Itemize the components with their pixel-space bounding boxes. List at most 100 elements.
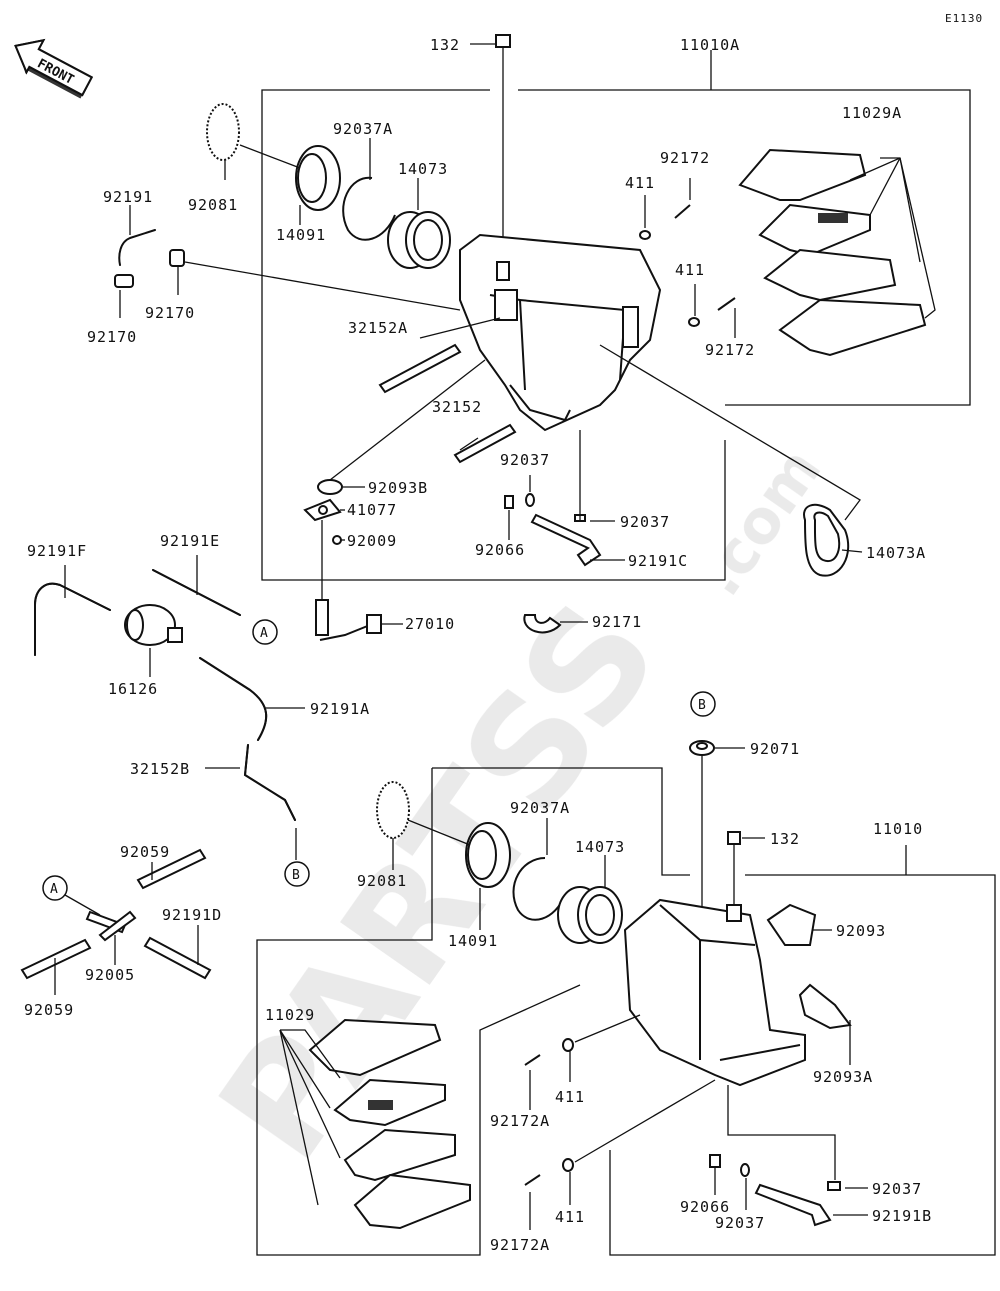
- clamp-92170-right: [169, 249, 185, 267]
- label-92059-bot: 92059: [24, 1001, 74, 1019]
- label-92171: 92171: [592, 613, 642, 631]
- filter-stack-11029: [308, 1018, 471, 1230]
- label-32152a: 32152A: [348, 319, 408, 337]
- svg-text:A: A: [260, 626, 269, 641]
- pipe-32152b: [243, 744, 296, 821]
- label-132-top: 132: [430, 36, 460, 54]
- label-32152: 32152: [432, 398, 482, 416]
- label-11029a: 11029A: [842, 104, 902, 122]
- label-411-d: 411: [555, 1208, 585, 1226]
- label-14073-bot: 14073: [575, 838, 625, 856]
- label-92093: 92093: [836, 922, 886, 940]
- label-11029: 11029: [265, 1006, 315, 1024]
- leader-lines: [54, 43, 936, 1230]
- label-32152b: 32152B: [130, 760, 190, 778]
- gasket-92093: [766, 903, 817, 946]
- hose-92191a: [199, 657, 268, 741]
- svg-text:B: B: [292, 868, 301, 883]
- gasket-14073a: [803, 503, 850, 577]
- label-92172a-a: 92172A: [490, 1112, 550, 1130]
- label-92191c: 92191C: [628, 552, 688, 570]
- circle-markers: A A B B: [42, 619, 716, 901]
- marker-a-2: A: [42, 875, 68, 901]
- label-92037-bot2: 92037: [715, 1214, 765, 1232]
- label-411-c: 411: [555, 1088, 585, 1106]
- label-411-b: 411: [675, 261, 705, 279]
- label-92037a-top: 92037A: [333, 120, 393, 138]
- spring-clamp-92081-bot: [376, 781, 410, 839]
- washer-411-d: [562, 1158, 574, 1172]
- label-92066-top: 92066: [475, 541, 525, 559]
- tube-32152a: [378, 343, 462, 394]
- label-92037-bot1: 92037: [872, 1180, 922, 1198]
- spring-clamp-92081-top: [206, 103, 240, 161]
- valve-16126: [124, 604, 183, 646]
- fitting-92066-top: [504, 495, 514, 509]
- washer-411-a: [639, 230, 651, 240]
- label-92170-right: 92170: [145, 304, 195, 322]
- clip-92037-mid2: [525, 493, 535, 507]
- front-arrow-icon: FRONT: [14, 38, 94, 99]
- label-92191: 92191: [103, 188, 153, 206]
- label-14073-top: 14073: [398, 160, 448, 178]
- tee-92005: [85, 910, 137, 942]
- gasket-92093a: [798, 983, 852, 1030]
- bolt-132-top: [495, 34, 511, 270]
- assembly-outlines: [256, 50, 996, 1256]
- label-16126: 16126: [108, 680, 158, 698]
- hose-92191c: [530, 513, 602, 567]
- middle-hoses: [34, 569, 296, 821]
- label-11010: 11010: [873, 820, 923, 838]
- fitting-92066-bot: [709, 1154, 721, 1168]
- duct-14073-top: [387, 211, 451, 269]
- marker-b-2: B: [284, 861, 310, 887]
- label-92005: 92005: [85, 966, 135, 984]
- plate-41077: [303, 498, 342, 522]
- label-92172-a: 92172: [660, 149, 710, 167]
- upper-assembly: [114, 34, 927, 641]
- bolt-92172-b: [717, 297, 736, 311]
- tube-92059-top: [136, 848, 207, 890]
- marker-b-1: B: [690, 691, 716, 717]
- clamp-92170-left: [114, 274, 134, 288]
- label-14091-bot: 14091: [448, 932, 498, 950]
- diagram-code: E1130: [945, 12, 983, 25]
- label-41077: 41077: [347, 501, 397, 519]
- part-labels: 132 11010A 92037A 14073 11029A 92081 140…: [24, 36, 932, 1254]
- label-11010a: 11010A: [680, 36, 740, 54]
- washer-411-c: [562, 1038, 574, 1052]
- hose-92191b: [754, 1183, 832, 1227]
- label-92172-b: 92172: [705, 341, 755, 359]
- label-132-bot: 132: [770, 830, 800, 848]
- clip-92037a-bot: [512, 857, 566, 921]
- lower-assembly: [308, 740, 852, 1230]
- label-92170-left: 92170: [87, 328, 137, 346]
- label-92093b: 92093B: [368, 479, 428, 497]
- tube-32152: [453, 423, 517, 464]
- bolt-132-bot: [727, 831, 741, 905]
- grommet-92071: [689, 740, 715, 920]
- marker-a-1: A: [252, 619, 278, 645]
- label-92037-mid2: 92037: [620, 513, 670, 531]
- clip-92171: [523, 614, 562, 634]
- screw-92009: [332, 535, 342, 545]
- bolt-92172a-b: [524, 1174, 541, 1186]
- label-92191b: 92191B: [872, 1207, 932, 1225]
- clip-92037-bot1: [827, 1181, 841, 1191]
- label-27010: 27010: [405, 615, 455, 633]
- label-14091-top: 14091: [276, 226, 326, 244]
- label-92071: 92071: [750, 740, 800, 758]
- label-92081-top: 92081: [188, 196, 238, 214]
- label-92093a: 92093A: [813, 1068, 873, 1086]
- label-92066-bot: 92066: [680, 1198, 730, 1216]
- bolt-92172-a: [674, 204, 691, 219]
- label-92059-top: 92059: [120, 843, 170, 861]
- label-92191e: 92191E: [160, 532, 220, 550]
- label-92009: 92009: [347, 532, 397, 550]
- duct-14073-bot: [557, 886, 623, 944]
- clip-92037-bot2: [740, 1163, 750, 1177]
- filter-stack-11029a: [738, 148, 927, 357]
- label-14073a: 14073A: [866, 544, 926, 562]
- label-92191d: 92191D: [162, 906, 222, 924]
